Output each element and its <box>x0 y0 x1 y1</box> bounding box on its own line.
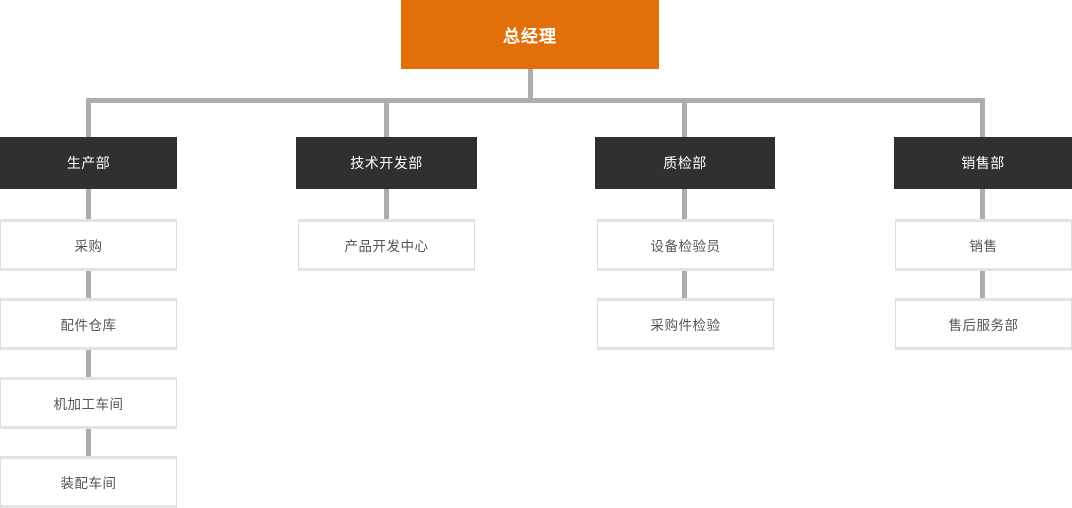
connector-technology-to-child-1 <box>384 189 389 221</box>
node-after-sales-service[interactable]: 售后服务部 <box>895 298 1072 350</box>
connector-quality-to-child-1 <box>682 189 687 221</box>
connector-production-to-child-2 <box>86 271 91 301</box>
connector-horizontal-bus <box>86 98 985 103</box>
node-department-quality[interactable]: 质检部 <box>595 137 775 189</box>
connector-production-to-child-1 <box>86 189 91 221</box>
connector-drop-dept-2 <box>384 98 389 138</box>
node-sales[interactable]: 销售 <box>895 219 1072 271</box>
node-department-sales[interactable]: 销售部 <box>894 137 1072 189</box>
node-machining-workshop[interactable]: 机加工车间 <box>0 377 177 429</box>
node-purchasing[interactable]: 采购 <box>0 219 177 271</box>
connector-production-to-child-4 <box>86 429 91 459</box>
connector-production-to-child-3 <box>86 350 91 380</box>
connector-drop-dept-1 <box>86 98 91 138</box>
connector-drop-dept-3 <box>682 98 687 138</box>
node-parts-warehouse[interactable]: 配件仓库 <box>0 298 177 350</box>
connector-sales-to-child-1 <box>980 189 985 221</box>
connector-sales-to-child-2 <box>980 271 985 301</box>
node-assembly-workshop[interactable]: 装配车间 <box>0 456 177 508</box>
node-purchased-parts-inspection[interactable]: 采购件检验 <box>597 298 774 350</box>
node-equipment-inspector[interactable]: 设备检验员 <box>597 219 774 271</box>
connector-root-stem <box>528 69 533 103</box>
node-general-manager[interactable]: 总经理 <box>401 0 659 69</box>
connector-drop-dept-4 <box>980 98 985 138</box>
node-department-technology[interactable]: 技术开发部 <box>296 137 477 189</box>
connector-quality-to-child-2 <box>682 271 687 301</box>
node-product-development-center[interactable]: 产品开发中心 <box>298 219 475 271</box>
node-department-production[interactable]: 生产部 <box>0 137 177 189</box>
